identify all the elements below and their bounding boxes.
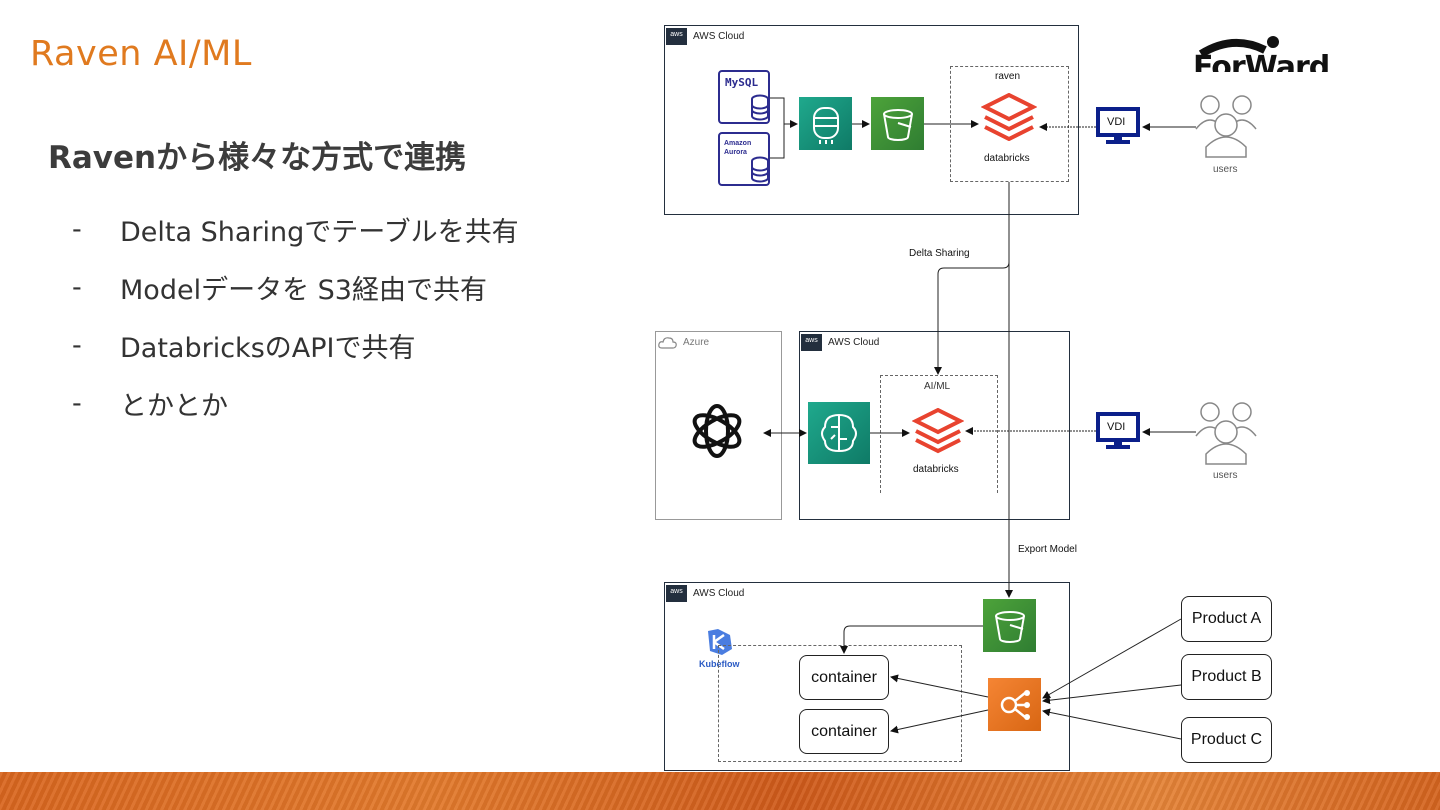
product-a-box: Product A: [1181, 596, 1272, 642]
connector: [770, 124, 785, 159]
forward-logo: ForWard: [1193, 36, 1405, 72]
bullet-marker: -: [72, 387, 82, 419]
bullet-text: Delta Sharingでテーブルを共有: [120, 216, 519, 248]
azure-cloud: [655, 331, 782, 520]
raven-group-label: raven: [995, 71, 1021, 82]
aws-badge: aws: [666, 585, 687, 602]
top-cloud-label: AWS Cloud: [693, 31, 745, 42]
brand-title: Raven AI/ML: [30, 34, 252, 74]
vdi-label: VDI: [1107, 116, 1126, 128]
openai-icon: [692, 404, 742, 458]
bullet-item: - DatabricksのAPIで共有: [72, 316, 519, 374]
forward-logo-mark: [1198, 36, 1279, 58]
vdi-monitor-icon: [1096, 107, 1140, 144]
vdi-label: VDI: [1107, 421, 1126, 433]
vdi-monitor-icon: [1096, 412, 1140, 449]
brand-suffix: AI/ML: [153, 34, 252, 74]
connector: [770, 97, 798, 128]
connector: [1042, 684, 1182, 705]
footer-band: [0, 772, 1440, 810]
bullet-text: とかとか: [120, 390, 228, 422]
elb-icon: [1000, 689, 1030, 720]
kubeflow-label: Kubeflow: [699, 659, 740, 669]
logo-text: ForWard: [1193, 50, 1330, 73]
cloud-icon: [658, 337, 677, 349]
bullet-marker: -: [72, 329, 82, 361]
container-box: container: [799, 709, 889, 754]
s3-bucket-icon: [983, 599, 1036, 652]
sagemaker-icon: [808, 402, 870, 464]
mysql-database: MySQL: [718, 70, 770, 124]
brand-name: Raven: [30, 34, 142, 74]
bullet-list: - Delta Sharingでテーブルを共有 - Modelデータを S3経由で共…: [72, 200, 519, 432]
s3-bucket-icon: [871, 97, 924, 150]
users-label: users: [1213, 470, 1238, 481]
databricks-icon: [912, 408, 964, 454]
connector: [890, 674, 989, 698]
aws-badge: aws: [666, 28, 687, 45]
bullet-text: Modelデータを S3経由で共有: [120, 274, 487, 306]
bullet-item: - Modelデータを S3経由で共有: [72, 258, 519, 316]
bucket-icon: [994, 610, 1025, 643]
bullet-text: DatabricksのAPIで共有: [120, 332, 416, 364]
database-migration-icon: [812, 106, 839, 144]
aiml-group: [880, 375, 998, 493]
aws-badge: aws: [801, 334, 822, 351]
aiml-group-label: AI/ML: [924, 381, 951, 392]
users-icon: [1195, 402, 1257, 465]
connector: [890, 709, 989, 734]
connector: [934, 182, 1010, 375]
database-icon: [751, 156, 769, 183]
brain-icon: [821, 413, 857, 453]
bucket-icon: [882, 108, 913, 141]
aurora-database: Amazon Aurora: [718, 132, 770, 186]
container-box: container: [799, 655, 889, 700]
aurora-label: Amazon Aurora: [724, 140, 752, 156]
databricks-label: databricks: [984, 153, 1030, 164]
bottom-cloud-label: AWS Cloud: [693, 588, 745, 599]
azure-label: Azure: [683, 337, 710, 348]
connector: [1042, 618, 1182, 699]
bullet-item: - とかとか: [72, 374, 519, 432]
product-b-box: Product B: [1181, 654, 1272, 700]
mid-cloud-label: AWS Cloud: [828, 337, 880, 348]
users-icon: [1195, 95, 1257, 158]
bullet-marker: -: [72, 271, 82, 303]
bullet-item: - Delta Sharingでテーブルを共有: [72, 200, 519, 258]
bullet-marker: -: [72, 213, 82, 245]
export-model-label: Export Model: [1018, 544, 1077, 555]
connector: [1042, 708, 1182, 740]
slide-title: Ravenから様々な方式で連携: [48, 140, 467, 176]
load-balancer-icon: [988, 678, 1041, 731]
dms-service-icon: [799, 97, 852, 150]
databricks-icon: [981, 93, 1037, 141]
connector: [840, 625, 983, 654]
databricks-label: databricks: [913, 464, 959, 475]
users-label: users: [1213, 164, 1238, 175]
product-c-box: Product C: [1181, 717, 1272, 763]
delta-sharing-label: Delta Sharing: [909, 248, 970, 259]
database-icon: [751, 94, 769, 121]
kubeflow-group: [718, 645, 962, 762]
mysql-label: MySQL: [725, 76, 759, 89]
